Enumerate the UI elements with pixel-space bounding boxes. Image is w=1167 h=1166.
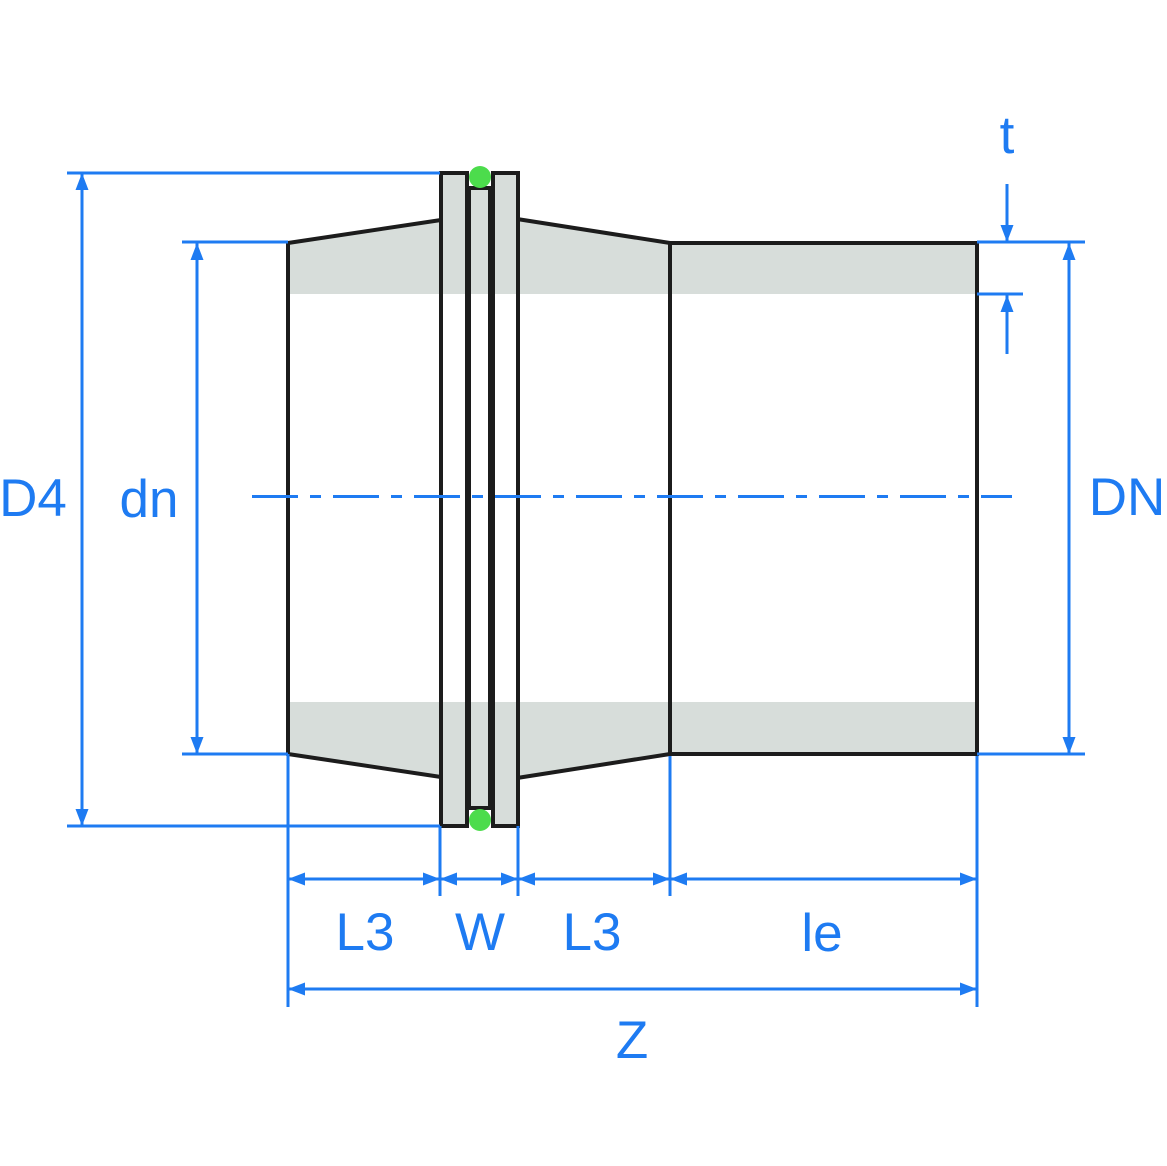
right-body-outline	[516, 217, 979, 780]
o-ring-seal-bottom-icon	[469, 809, 491, 831]
gasket-ring-outline	[467, 186, 492, 810]
o-ring-seal-top-icon	[469, 166, 491, 188]
bore-region	[287, 294, 978, 702]
label-z: Z	[616, 1011, 648, 1070]
label-le: le	[801, 904, 842, 963]
left-taper-outline	[286, 218, 442, 779]
extension-lines	[67, 171, 1085, 1007]
label-dn-nominal: DN	[1089, 468, 1166, 527]
label-l3-right: L3	[563, 903, 622, 962]
flange-plate-right-outline	[491, 171, 520, 828]
label-dn: dn	[120, 470, 179, 529]
label-d4: D4	[0, 469, 67, 528]
label-l3-left: L3	[336, 903, 395, 962]
label-w: W	[455, 903, 505, 962]
label-t: t	[1000, 106, 1015, 165]
dimension-lines	[75, 173, 1076, 996]
